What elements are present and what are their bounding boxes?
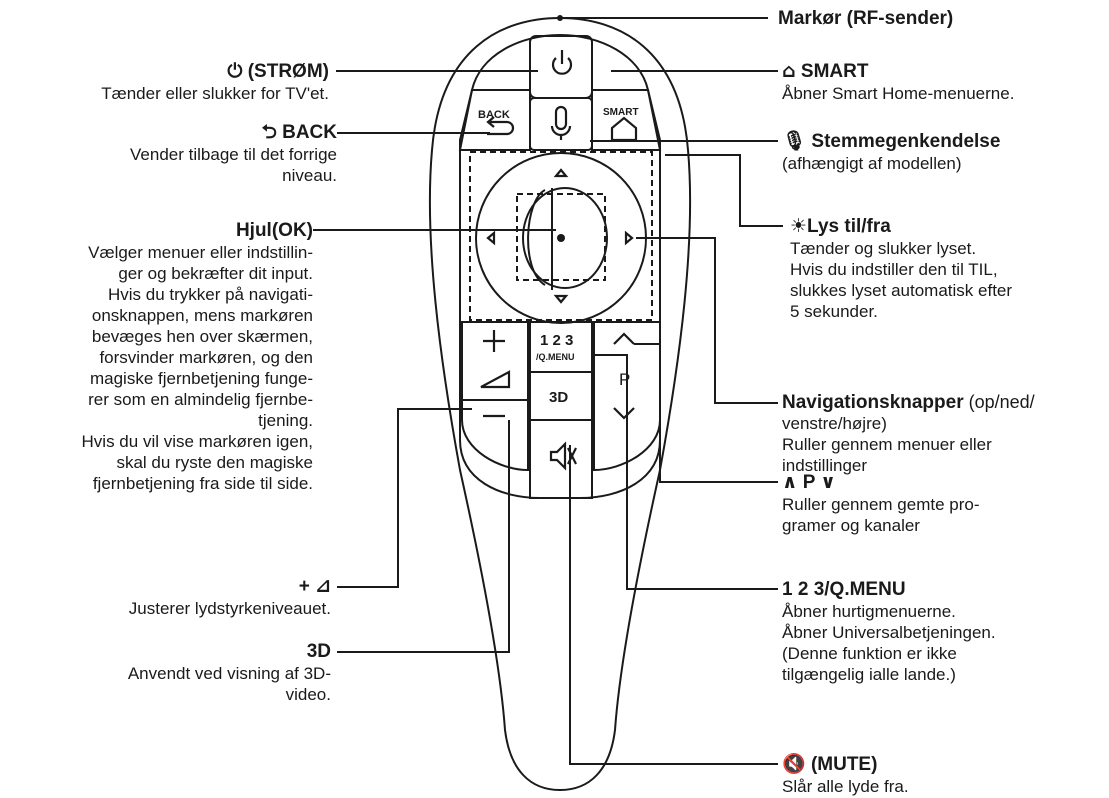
remote-button-panel (459, 33, 661, 499)
remote-qmenu-text: /Q.MENU (536, 352, 575, 362)
leader-volume (337, 408, 472, 588)
nav-down-arrow (553, 294, 569, 304)
mute-speaker-icon (549, 441, 577, 471)
label-light: ☀Lys til/fra Tænder og slukker lyset. Hv… (790, 215, 1013, 321)
remote-body-outline (428, 16, 692, 792)
nav-up-arrow (553, 168, 569, 178)
remote-smart-text: SMART (603, 107, 639, 118)
program-up-icon (613, 332, 635, 345)
back-arrow-icon: ⮌ (261, 121, 277, 143)
microphone-icon (550, 105, 572, 140)
volume-rocker-outline (461, 321, 529, 472)
nav-right-arrow (624, 230, 634, 246)
microphone-icon: 🎙 (782, 130, 807, 152)
power-icon: ⏻ (227, 60, 243, 82)
label-back: ⮌ BACK Vender tilbage til det forrige ni… (130, 121, 337, 185)
label-3d: 3D Anvendt ved visning af 3D- video. (127, 641, 331, 704)
nav-left-arrow (486, 230, 496, 246)
wheel-ok-dashed (516, 193, 606, 281)
volume-wedge-icon (480, 370, 511, 389)
light-bulb-icon: ☀ (790, 215, 808, 237)
label-wheel: Hjul(OK) Vælger menuer eller indstillin-… (81, 220, 313, 493)
leader-light (665, 154, 783, 227)
wheel-inner (522, 187, 608, 289)
label-voice: 🎙 Stemmegenkendelse (afhængigt af modell… (782, 130, 1001, 173)
mute-button-outline (529, 419, 593, 499)
wheel-split (527, 188, 553, 290)
plus-icon (483, 330, 505, 352)
mute-speaker-icon: 🔇 (782, 753, 806, 775)
home-icon (610, 116, 638, 142)
back-button-outline (458, 89, 531, 151)
remote-num-text: 1 2 3 (540, 332, 573, 349)
remote-back-text: BACK (478, 109, 510, 121)
label-smart: ⌂ SMART Åbner Smart Home-menuerne. (782, 60, 1015, 103)
home-icon: ⌂ (782, 60, 796, 82)
smart-button-outline (591, 89, 662, 151)
label-markor: Markør (RF-sender) (778, 8, 954, 29)
power-button-outline (529, 35, 593, 99)
power-icon (551, 57, 573, 75)
label-qmenu: 1 2 3/Q.MENU Åbner hurtigmenuerne. Åbner… (782, 579, 996, 684)
leader-3d (337, 420, 510, 653)
mic-button-outline (529, 97, 593, 151)
leader-nav (636, 237, 778, 404)
label-nav: Navigationsknapper (op/ned/ venstre/højr… (782, 392, 1035, 475)
leader-qmenu (592, 354, 778, 590)
label-program: ∧ P ∨ Ruller gennem gemte pro- gramer og… (782, 472, 980, 535)
remote-3d-text: 3D (549, 389, 568, 406)
label-power: ⏻ (STRØM) Tænder eller slukker for TV'et… (101, 60, 329, 103)
leader-mute (569, 445, 778, 765)
label-volume: + ⊿ Justerer lydstyrkeniveauet. (128, 576, 331, 618)
program-down-icon (613, 407, 635, 420)
label-mute: 🔇 (MUTE) Slår alle lyde fra. (782, 753, 909, 796)
remote-p-text: P (619, 370, 630, 389)
back-arrow-icon (486, 116, 515, 136)
leader-program (634, 343, 778, 483)
